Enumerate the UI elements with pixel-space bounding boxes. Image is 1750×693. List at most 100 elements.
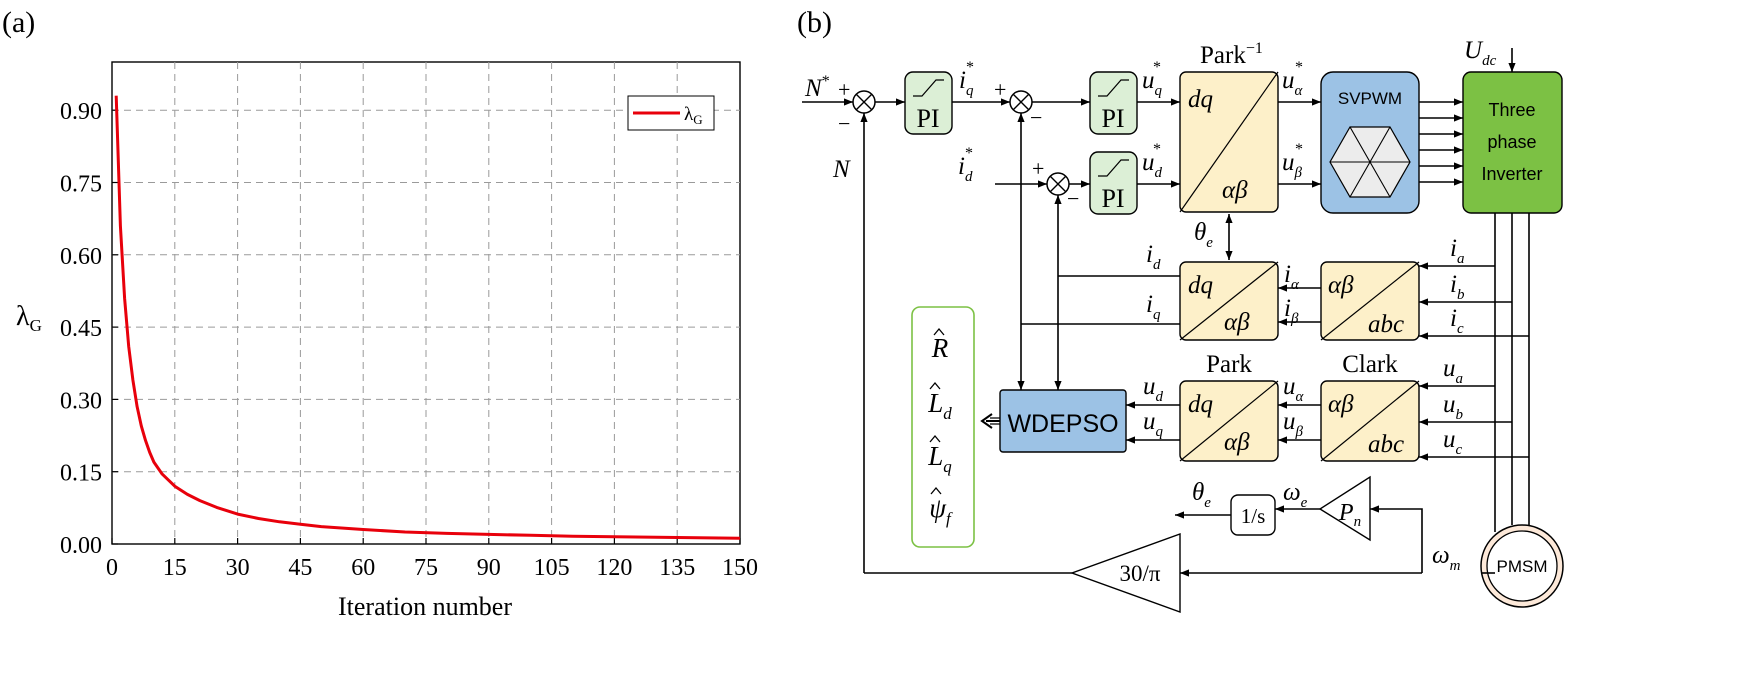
svg-text:ud: ud bbox=[1142, 149, 1163, 181]
x-tick-label: 135 bbox=[659, 555, 695, 581]
block-diagram: PI PI PI dq αβ Park−1 SVPWM bbox=[802, 37, 1564, 613]
x-tick-label: 0 bbox=[106, 555, 118, 581]
svg-text:αβ: αβ bbox=[1328, 272, 1354, 299]
svg-text:uβ: uβ bbox=[1282, 149, 1303, 181]
x-tick-label: 90 bbox=[477, 555, 501, 581]
svg-text:PMSM: PMSM bbox=[1497, 557, 1548, 576]
svg-text:αβ: αβ bbox=[1222, 177, 1248, 204]
svg-text:30/π: 30/π bbox=[1119, 561, 1160, 586]
sum-junction-id bbox=[1046, 172, 1070, 196]
svg-text:dq: dq bbox=[1188, 272, 1213, 299]
svg-text:SVPWM: SVPWM bbox=[1338, 89, 1402, 108]
svg-text:iβ: iβ bbox=[1284, 295, 1299, 327]
estimate-lq: Lq bbox=[927, 441, 952, 476]
svg-text:phase: phase bbox=[1487, 132, 1536, 152]
svg-text:+: + bbox=[838, 77, 850, 102]
svg-text:uβ: uβ bbox=[1283, 408, 1304, 440]
svg-text:ωm: ωm bbox=[1432, 542, 1461, 574]
signal-labels: N* + − N iq * + − id * + − uq * ud * uα … bbox=[804, 37, 1497, 574]
x-tick-label: 75 bbox=[414, 555, 438, 581]
svg-text:PI: PI bbox=[1101, 104, 1124, 133]
svg-text:Inverter: Inverter bbox=[1481, 164, 1542, 184]
x-tick-label: 120 bbox=[596, 555, 632, 581]
svg-text:abc: abc bbox=[1368, 311, 1404, 338]
svg-text:PI: PI bbox=[916, 104, 939, 133]
x-tick-label: 15 bbox=[163, 555, 187, 581]
svg-text:*: * bbox=[1153, 59, 1161, 76]
lambda-g-line bbox=[114, 95, 740, 540]
svg-text:id: id bbox=[1146, 241, 1161, 273]
grid bbox=[112, 62, 740, 544]
current-clark-block: αβ abc bbox=[1320, 261, 1420, 341]
integrator-block: 1/s bbox=[1230, 494, 1276, 536]
svg-text:−: − bbox=[838, 111, 850, 136]
pmsm-motor: PMSM bbox=[1480, 524, 1564, 608]
svg-text:Pn: Pn bbox=[1338, 500, 1361, 530]
x-axis-label: Iteration number bbox=[338, 592, 512, 621]
svg-text:uq: uq bbox=[1143, 408, 1164, 440]
speed-gain-block: 30/π bbox=[1069, 533, 1181, 613]
svg-text:dq: dq bbox=[1188, 86, 1213, 113]
svg-text:*: * bbox=[1295, 59, 1303, 76]
x-tick-label: 150 bbox=[722, 555, 758, 581]
svg-text:*: * bbox=[1153, 141, 1161, 158]
pi-speed-block: PI bbox=[904, 71, 953, 135]
svg-text:iq: iq bbox=[959, 67, 974, 99]
legend-label: λG bbox=[684, 104, 703, 127]
svg-text:−: − bbox=[1067, 186, 1079, 211]
y-tick-label: 0.45 bbox=[60, 316, 102, 342]
parameter-estimates-box: R Ld Lq ψf bbox=[911, 306, 975, 548]
svg-text:αβ: αβ bbox=[1224, 429, 1250, 456]
x-tick-label: 30 bbox=[226, 555, 250, 581]
svg-text:uα: uα bbox=[1282, 67, 1304, 99]
svg-text:αβ: αβ bbox=[1328, 391, 1354, 418]
y-axis-label: λG bbox=[16, 301, 42, 335]
svg-text:abc: abc bbox=[1368, 431, 1404, 458]
svg-text:WDEPSO: WDEPSO bbox=[1007, 410, 1118, 438]
svg-text:dq: dq bbox=[1188, 391, 1213, 418]
svg-text:ωe: ωe bbox=[1283, 479, 1308, 511]
estimate-psif: ψf bbox=[929, 493, 953, 528]
inverse-park-block: dq αβ bbox=[1179, 71, 1279, 213]
y-tick-label: 0.90 bbox=[60, 99, 102, 125]
svg-text:1/s: 1/s bbox=[1241, 504, 1266, 528]
svg-text:−: − bbox=[1030, 105, 1042, 130]
svg-text:ua: ua bbox=[1443, 355, 1463, 387]
svg-text:id: id bbox=[958, 153, 973, 185]
panel-b-label: (b) bbox=[797, 6, 832, 39]
current-park-block: dq αβ bbox=[1179, 261, 1279, 341]
y-tick-label: 0.15 bbox=[60, 461, 102, 487]
pwm-signals bbox=[1419, 98, 1463, 186]
svg-text:*: * bbox=[965, 145, 973, 162]
pole-pairs-gain: Pn bbox=[1318, 475, 1371, 542]
svg-text:ia: ia bbox=[1450, 235, 1464, 267]
x-tick-label: 105 bbox=[534, 555, 570, 581]
svg-text:θe: θe bbox=[1192, 479, 1211, 511]
three-phase-inverter-block: Three phase Inverter bbox=[1462, 71, 1563, 214]
svg-text:iq: iq bbox=[1146, 291, 1161, 323]
svg-text:+: + bbox=[994, 77, 1006, 102]
park-title: Park bbox=[1206, 351, 1252, 378]
svg-text:N: N bbox=[832, 156, 851, 183]
voltage-clark-block: αβ abc bbox=[1320, 380, 1420, 462]
wdepso-block: WDEPSO bbox=[999, 389, 1127, 453]
svg-text:*: * bbox=[966, 59, 974, 76]
hexagon-icon bbox=[1329, 126, 1411, 198]
svg-text:Udc: Udc bbox=[1464, 37, 1497, 69]
sum-junction-speed bbox=[852, 90, 876, 114]
svg-text:αβ: αβ bbox=[1224, 309, 1250, 336]
series-line bbox=[114, 95, 740, 540]
x-tick-label: 45 bbox=[288, 555, 312, 581]
y-tick-label: 0.75 bbox=[60, 172, 102, 198]
output-arrow bbox=[980, 413, 1000, 429]
svpwm-block: SVPWM bbox=[1320, 71, 1420, 214]
pi-id-block: PI bbox=[1089, 151, 1138, 215]
y-tick-label: 0.00 bbox=[60, 533, 102, 559]
x-tick-label: 60 bbox=[351, 555, 375, 581]
sum-junction-iq bbox=[1009, 90, 1033, 114]
clark-title: Clark bbox=[1342, 351, 1398, 378]
svg-text:N*: N* bbox=[804, 73, 830, 102]
